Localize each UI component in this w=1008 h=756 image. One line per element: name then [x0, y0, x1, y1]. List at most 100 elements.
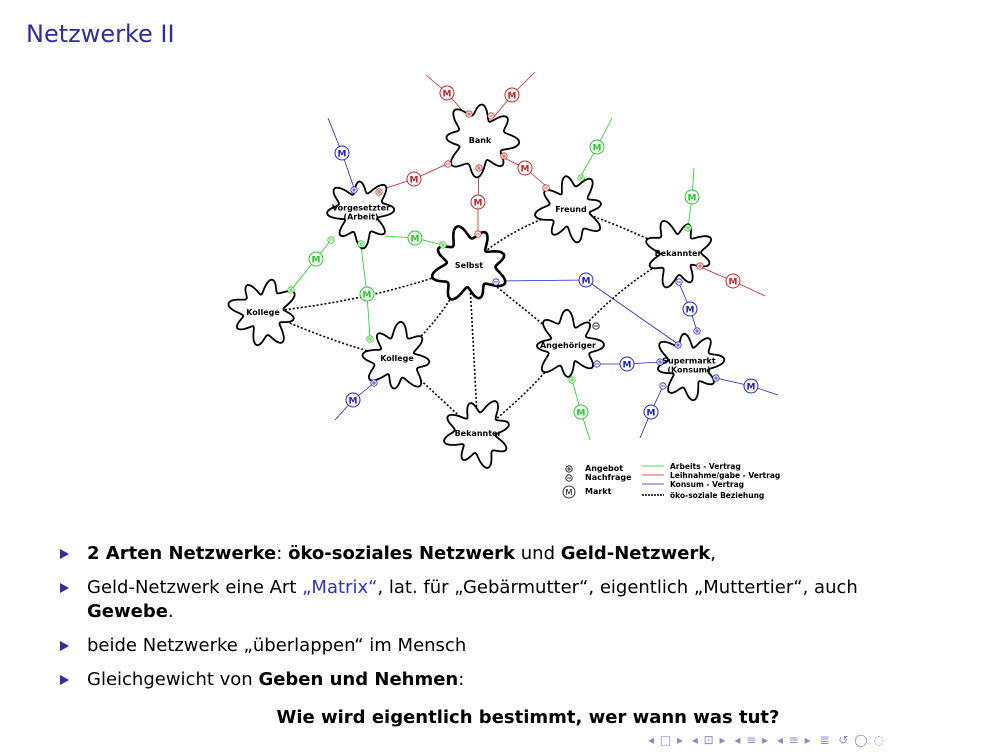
market-node — [504, 87, 520, 103]
actor-label: Kollege — [380, 354, 414, 363]
market-label: M — [410, 176, 419, 186]
bullet-text: öko-soziales Netzwerk — [288, 543, 516, 564]
bullet-text: , lat. für „Gebärmutter“, eigentlich „Mu… — [377, 577, 858, 598]
bullet-text: Geben und Nehmen — [258, 669, 459, 690]
market-label: M — [577, 409, 586, 419]
nav-section-icon[interactable]: ◂ ≡ ▸ — [734, 733, 770, 747]
actor-label: (Arbeit) — [343, 213, 378, 222]
market-label: M — [363, 291, 372, 301]
actor-blob — [326, 180, 396, 250]
actor-label: Bank — [469, 136, 492, 145]
nav-frame-icon[interactable]: ◂ ≡ ▸ — [776, 733, 812, 747]
market-node — [308, 251, 324, 267]
market-label: M — [474, 199, 483, 209]
market-node — [682, 301, 698, 317]
actor-blob — [534, 175, 602, 244]
bullet-text: Geld-Netzwerk eine Art — [87, 577, 303, 598]
market-label: M — [443, 90, 452, 100]
market-node — [725, 273, 741, 289]
market-node — [643, 404, 659, 420]
actor-blob — [536, 308, 605, 378]
network-diagram: BankVorgesetzter(Arbeit)FreundSelbstBeka… — [227, 71, 780, 500]
legend-label: Angebot — [585, 464, 623, 473]
legend-market-icon — [562, 485, 576, 499]
bullet-triangle-icon — [60, 583, 69, 593]
market-label: M — [593, 144, 602, 154]
market-node — [406, 171, 422, 187]
legend-label: öko-soziale Beziehung — [670, 491, 764, 500]
bullet-text: Gewebe — [87, 601, 168, 622]
market-node — [359, 286, 375, 302]
bullet-text: „Matrix“ — [302, 577, 378, 598]
bullet-text: 2 Arten Netzwerke — [87, 543, 277, 564]
bullet-item: 2 Arten Netzwerke: öko-soziales Netzwerk… — [60, 542, 950, 566]
market-node — [345, 392, 361, 408]
market-label: M — [686, 306, 695, 316]
bullet-text: Geld-Netzwerk — [560, 543, 711, 564]
bullet-text: . — [167, 601, 174, 622]
legend-label: Konsum - Vertrag — [670, 480, 744, 489]
bullet-text: beide Netzwerke „überlappen“ im Mensch — [87, 635, 467, 656]
actor-label: Kollege — [246, 308, 280, 317]
market-label: M — [338, 150, 347, 160]
legend-label: Markt — [585, 487, 612, 496]
market-label: M — [688, 194, 697, 204]
market-label: M — [647, 409, 656, 419]
bullet-text: : — [276, 543, 289, 564]
contract-link — [360, 245, 368, 295]
market-label: M — [312, 256, 321, 266]
market-node — [578, 272, 594, 288]
bullet-text: Gleichgewicht von — [87, 669, 259, 690]
bullet-item: Geld-Netzwerk eine Art „Matrix“, lat. fü… — [60, 576, 950, 624]
market-label: M — [411, 235, 420, 245]
market-node — [407, 230, 423, 246]
actor-label: Bekannter — [455, 429, 502, 438]
bullet-list: 2 Arten Netzwerke: öko-soziales Netzwerk… — [60, 542, 950, 702]
bullet-text: : — [458, 669, 465, 690]
actor-label: Bekannter — [655, 249, 702, 258]
market-node — [573, 404, 589, 420]
slide-title: Netzwerke II — [26, 20, 175, 48]
actor-blob — [645, 219, 712, 289]
actor-label: Freund — [555, 205, 587, 214]
nav-search-icon[interactable]: ↺ ◯ ◌ — [838, 733, 886, 747]
actor-blob — [361, 320, 431, 390]
nav-prev-icon[interactable]: ◂ □ ▸ — [648, 733, 685, 747]
legend-label: Nachfrage — [585, 473, 632, 482]
actor-label: Angehöriger — [540, 341, 596, 350]
actor-label: (Konsum) — [667, 366, 710, 375]
market-node — [743, 378, 759, 394]
nav-subsection-icon[interactable]: ◂ ⊡ ▸ — [691, 733, 727, 747]
market-label: M — [508, 92, 517, 102]
bullet-triangle-icon — [60, 641, 69, 651]
market-node — [619, 356, 635, 372]
market-label: M — [582, 277, 591, 287]
market-node — [517, 160, 533, 176]
bullet-text: , — [710, 543, 716, 564]
market-node — [470, 194, 486, 210]
market-label: M — [747, 383, 756, 393]
legend-market-symbol: M — [566, 488, 573, 497]
actor-blob — [445, 103, 521, 179]
legend-label: Arbeits - Vertrag — [670, 462, 741, 471]
nav-toc-icon[interactable]: ≣ — [819, 733, 831, 747]
market-label: M — [729, 278, 738, 288]
actor-blob — [430, 224, 507, 301]
beamer-navigation[interactable]: ◂ □ ▸ ◂ ⊡ ▸ ◂ ≡ ▸ ◂ ≡ ▸ ≣ ↺ ◯ ◌ — [648, 733, 888, 747]
bullet-triangle-icon — [60, 675, 69, 685]
bullet-item: Gleichgewicht von Geben und Nehmen: — [60, 668, 950, 692]
bullet-item: beide Netzwerke „überlappen“ im Mensch — [60, 634, 950, 658]
actor-label: Vorgesetzter — [332, 204, 390, 213]
actor-blob — [227, 278, 296, 347]
actor-blob — [443, 400, 510, 469]
market-node — [589, 139, 605, 155]
bullet-text: und — [515, 543, 561, 564]
market-label: M — [521, 165, 530, 175]
contract-link — [495, 279, 587, 282]
market-node — [334, 145, 350, 161]
market-node — [439, 85, 455, 101]
contract-link — [585, 279, 679, 345]
bullet-triangle-icon — [60, 549, 69, 559]
question-text: Wie wird eigentlich bestimmt, wer wann w… — [276, 707, 780, 728]
market-label: M — [349, 397, 358, 407]
